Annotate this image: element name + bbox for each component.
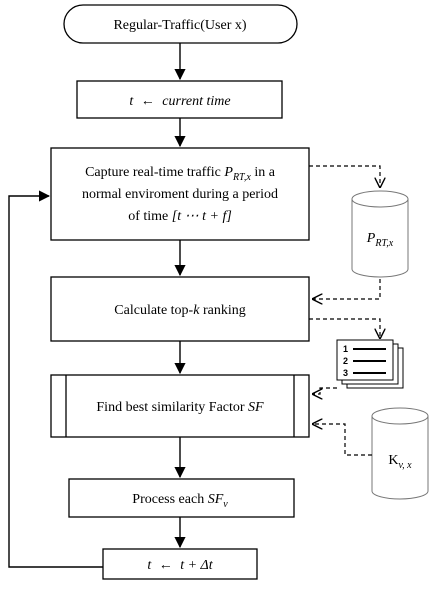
init-time-label: t ← current time <box>129 94 230 109</box>
rank-label: Calculate top-k ranking <box>114 303 245 318</box>
capture-line-3: of time [t ⋯ t + f] <box>128 209 232 224</box>
similarity-node: Find best similarity Factor SF <box>50 374 310 438</box>
capture-line-1: Capture real-time traffic PRT,x in a <box>85 165 276 183</box>
capture-line-2: normal enviroment during a period <box>82 187 278 202</box>
dashed-capture-to-database <box>309 165 380 187</box>
dashed-document-to-similarity <box>313 387 337 394</box>
svg-text:1: 1 <box>343 344 348 354</box>
svg-text:2: 2 <box>343 356 348 366</box>
k-database-label: Kv, x <box>388 453 412 471</box>
dashed-kdb-to-similarity <box>313 424 372 456</box>
similarity-label: Find best similarity Factor SF <box>96 400 264 415</box>
process-node: Process each SFv <box>68 478 295 518</box>
capture-node: Capture real-time traffic PRT,x in a nor… <box>50 147 310 241</box>
k-database-icon: Kv, x <box>371 407 429 500</box>
update-time-node: t ← t + Δt <box>102 548 258 580</box>
traffic-database-icon: PRT,x <box>351 190 409 278</box>
svg-text:3: 3 <box>343 368 348 378</box>
start-label: Regular-Traffic(User x) <box>113 18 246 33</box>
rank-node: Calculate top-k ranking <box>50 276 310 342</box>
start-node: Regular-Traffic(User x) <box>63 4 298 44</box>
traffic-database-label: PRT,x <box>366 231 394 249</box>
process-label: Process each SFv <box>132 492 228 510</box>
dashed-rank-to-document <box>309 318 380 338</box>
loop-back-arrow <box>8 190 103 568</box>
dashed-database-to-rank <box>313 279 381 299</box>
init-time-node: t ← current time <box>76 80 283 119</box>
ranking-document-icon: 1 2 3 <box>336 339 404 389</box>
update-time-label: t ← t + Δt <box>147 558 213 573</box>
